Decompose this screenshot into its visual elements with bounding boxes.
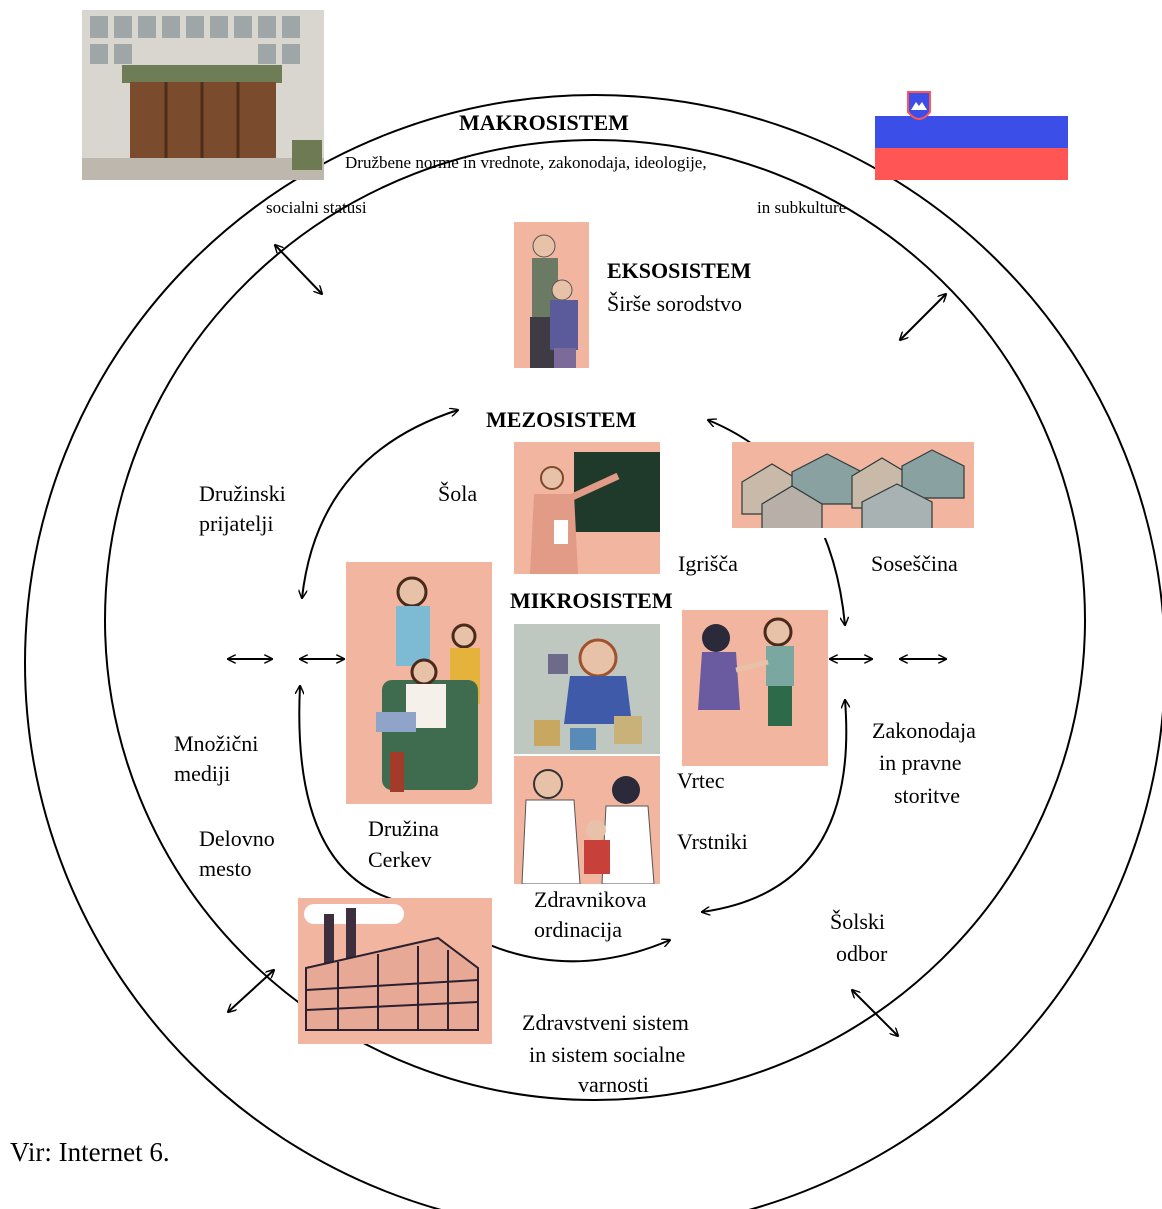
slovenian-flag-image <box>875 88 1068 180</box>
toddler-blocks-image <box>514 624 660 754</box>
label-playgrounds: Igrišča <box>678 551 738 576</box>
label-workplace-1: Delovno <box>199 826 275 851</box>
label-health-system-2: in sistem socialne <box>529 1042 686 1067</box>
family-image <box>346 562 492 804</box>
label-mass-media-1: Množični <box>174 731 259 756</box>
macrosystem-description: Družbene norme in vrednote, zakonodaja, … <box>345 153 707 172</box>
exosystem-title: EKSOSISTEM <box>607 258 752 283</box>
label-family-church-2: Cerkev <box>368 847 432 872</box>
label-family-friends-2: prijatelji <box>199 511 274 536</box>
arrow-diag-top-left <box>275 245 322 294</box>
label-doctor-2: ordinacija <box>534 917 622 942</box>
label-family-friends-1: Družinski <box>199 481 286 506</box>
macrosystem-social-status: socialni statusi <box>266 198 367 217</box>
factory-image <box>298 898 492 1044</box>
label-health-system-3: varnosti <box>578 1072 649 1097</box>
label-doctor-1: Zdravnikova <box>534 887 647 912</box>
macrosystem-title: MAKROSISTEM <box>459 110 629 135</box>
parliament-building-image <box>82 10 324 180</box>
source-note: Vir: Internet 6. <box>10 1137 170 1167</box>
arrow-diag-top-right <box>900 294 946 340</box>
label-peers: Vrstniki <box>677 829 748 854</box>
mesosystem-title: MEZOSISTEM <box>486 407 637 432</box>
macrosystem-subcultures: in subkulture <box>757 198 847 217</box>
label-family-church-1: Družina <box>368 816 439 841</box>
exosystem-description: Širše sorodstvo <box>607 291 743 316</box>
neighbourhood-image <box>732 442 974 538</box>
label-health-system-1: Zdravstveni sistem <box>522 1010 689 1035</box>
label-neighbourhood: Soseščina <box>871 551 958 576</box>
label-legislation-3: storitve <box>894 783 960 808</box>
arrow-diag-bottom-right <box>852 990 898 1036</box>
arrow-diag-bottom-left <box>228 970 274 1012</box>
grandparents-image <box>514 222 589 368</box>
exosystem-circle <box>104 139 1086 1101</box>
label-school: Šola <box>438 481 478 506</box>
label-legislation-1: Zakonodaja <box>872 718 976 743</box>
label-school-board-2: odbor <box>836 941 888 966</box>
label-kindergarten: Vrtec <box>677 768 725 793</box>
label-workplace-2: mesto <box>199 856 252 881</box>
meso-arrow-bottom-left <box>299 686 420 905</box>
label-mass-media-2: mediji <box>174 761 231 786</box>
label-school-board-1: Šolski <box>830 909 886 934</box>
teacher-image <box>514 442 660 574</box>
label-legislation-2: in pravne <box>879 750 962 775</box>
meso-arrow-bottom-right <box>702 700 846 912</box>
doctor-image <box>514 756 660 884</box>
children-playing-image <box>682 610 828 766</box>
macrosystem-circle <box>24 94 1162 1209</box>
microsystem-title: MIKROSISTEM <box>510 588 673 613</box>
meso-arrow-top-left <box>302 410 458 598</box>
